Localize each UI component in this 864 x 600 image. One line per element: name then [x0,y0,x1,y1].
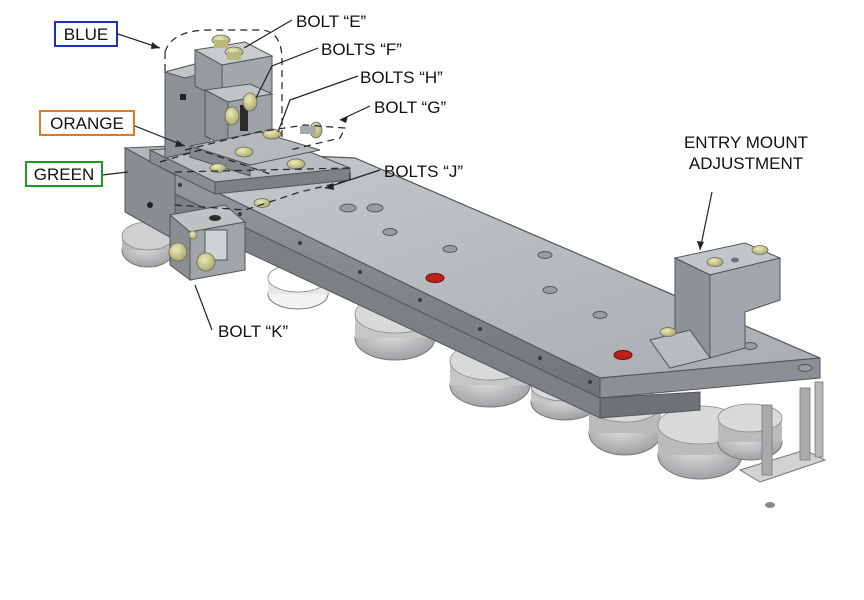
label-bolt-k: BOLT “K” [218,322,289,341]
label-bolt-e: BOLT “E” [296,12,367,31]
end-support [738,381,827,508]
label-entry-mount-line1: ENTRY MOUNT [684,133,808,152]
label-bolt-g: BOLT “G” [374,98,446,117]
wheel [717,403,783,461]
leader-lines [101,19,713,331]
label-bolts-f: BOLTS “F” [321,40,402,59]
label-green: GREEN [34,165,94,184]
label-blue-box: BLUE [54,21,118,47]
dashed-callouts [159,29,351,211]
label-bolts-j: BOLTS “J” [384,162,463,181]
label-entry-mount-line2: ADJUSTMENT [689,154,803,173]
bolt-e [211,34,244,60]
bolts-f [224,92,258,126]
label-green-box: GREEN [25,161,103,187]
red-holes [425,273,633,360]
label-bolts-h: BOLTS “H” [360,68,443,87]
label-blue: BLUE [64,25,108,44]
label-orange-box: ORANGE [39,110,135,136]
entry-mount-block [649,242,782,369]
bolt-g [300,121,323,139]
label-orange: ORANGE [50,114,124,133]
bolts-h [234,128,282,158]
bolt-k-bracket [168,204,247,281]
blue-block [163,41,321,177]
